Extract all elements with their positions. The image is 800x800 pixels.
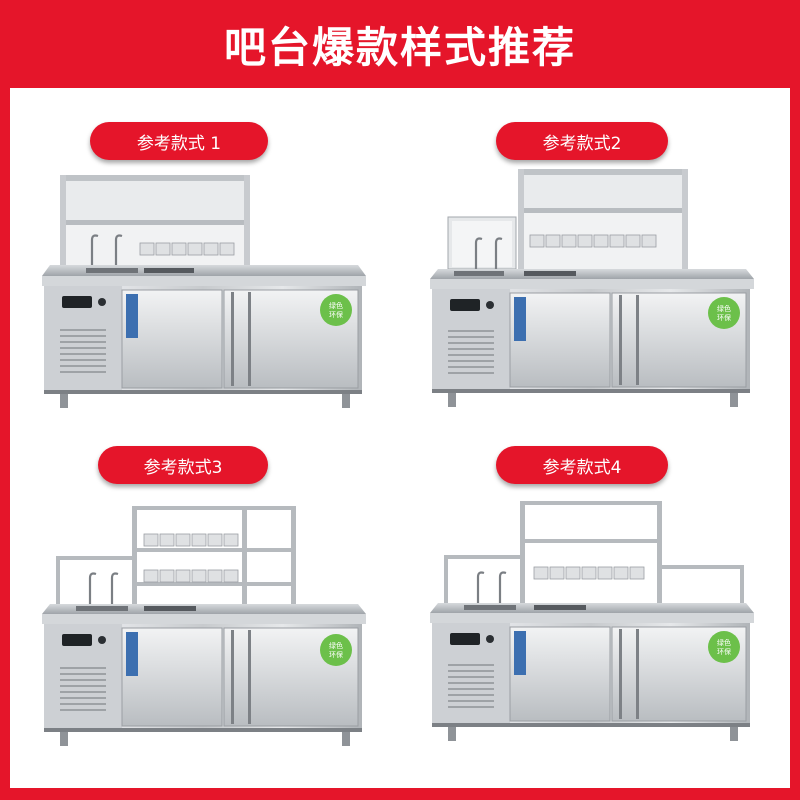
svg-text:环保: 环保 (329, 650, 343, 659)
counter-illustration-2: 绿色 环保 (430, 169, 754, 407)
svg-text:环保: 环保 (717, 313, 731, 322)
counter-illustration-3: 绿色 环保 (42, 506, 366, 746)
style-label-4: 参考款式4 (496, 446, 668, 484)
page-title: 吧台爆款样式推荐 (223, 22, 576, 72)
style-label-1: 参考款式 1 (90, 122, 268, 160)
svg-text:环保: 环保 (329, 310, 343, 319)
header-banner: 吧台爆款样式推荐 (0, 0, 800, 88)
svg-text:绿色: 绿色 (329, 641, 343, 650)
svg-text:绿色: 绿色 (329, 301, 343, 310)
svg-text:绿色: 绿色 (717, 638, 731, 647)
style-label-3: 参考款式3 (98, 446, 268, 484)
svg-text:绿色: 绿色 (717, 304, 731, 313)
counter-illustration-4: 绿色 环保 (430, 501, 754, 741)
counter-illustration-1: 绿色 环保 (42, 175, 366, 408)
style-label-2: 参考款式2 (496, 122, 668, 160)
svg-text:环保: 环保 (717, 647, 731, 656)
